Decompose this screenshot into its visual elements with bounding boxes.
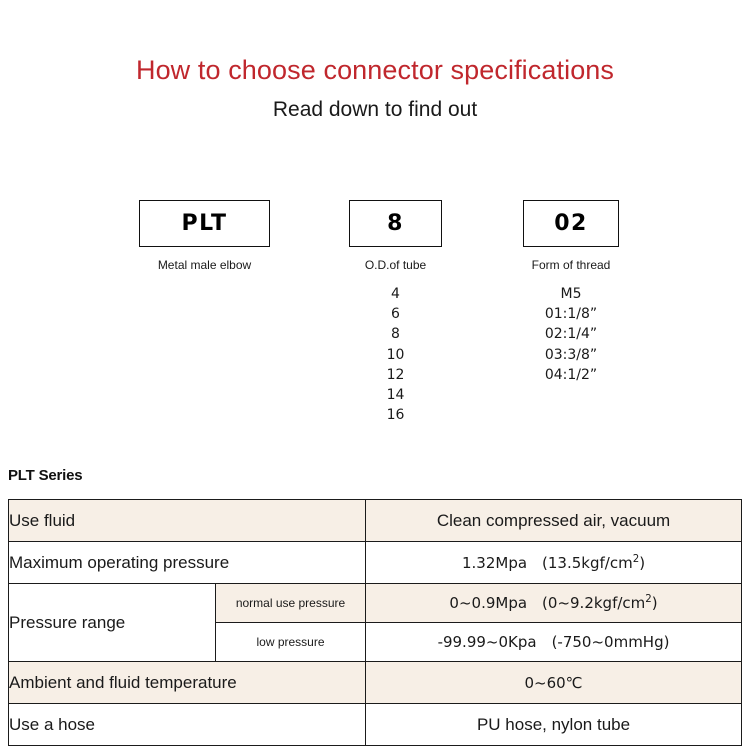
code-option[interactable]: 02:1/4”	[544, 326, 598, 343]
specification-table: Use fluid Clean compressed air, vacuum M…	[7, 499, 743, 746]
code-option[interactable]: 16	[386, 407, 405, 424]
code-option[interactable]: 04:1/2”	[544, 366, 598, 383]
code-option[interactable]: 14	[386, 387, 405, 404]
code-option[interactable]: 01:1/8”	[544, 306, 598, 323]
code-column-tube-od: 8 O.D.of tube 4 6 8 10 12 14 16	[349, 200, 442, 425]
spec-sublabel-cell: low pressure	[214, 622, 367, 662]
spec-label: Maximum operating pressure	[9, 552, 230, 572]
spec-sublabel: normal use pressure	[235, 596, 346, 610]
spec-sublabel-cell: normal use pressure	[214, 583, 367, 623]
code-option[interactable]: 6	[391, 306, 400, 323]
code-box-tube-od-value: 8	[387, 210, 404, 236]
spec-label-cell: Maximum operating pressure	[7, 541, 367, 584]
page-title: How to choose connector specifications	[135, 55, 615, 85]
table-row: Use fluid Clean compressed air, vacuum	[7, 499, 743, 542]
code-box-series[interactable]: PLT	[139, 200, 270, 247]
series-heading: PLT Series	[8, 467, 83, 484]
spec-value: Clean compressed air, vacuum	[436, 510, 671, 530]
table-row: Use a hose PU hose, nylon tube	[7, 703, 743, 746]
code-caption-series: Metal male elbow	[157, 258, 252, 272]
code-column-series: PLT Metal male elbow	[139, 200, 270, 273]
code-option[interactable]: 12	[386, 366, 405, 383]
spec-value: 0~60℃	[524, 673, 583, 692]
code-options-thread-form: M5 01:1/8” 02:1/4” 03:3/8” 04:1/2”	[523, 284, 619, 385]
part-number-builder: PLT Metal male elbow 8 O.D.of tube 4 6 8…	[0, 200, 750, 450]
code-box-series-value: PLT	[181, 210, 228, 236]
spec-value: -99.99~0Kpa (-750~0mmHg)	[437, 633, 670, 651]
code-option[interactable]: M5	[560, 286, 582, 302]
spec-label: Pressure range	[9, 612, 126, 632]
spec-label-cell: Ambient and fluid temperature	[7, 661, 367, 704]
code-column-thread-form: 02 Form of thread M5 01:1/8” 02:1/4” 03:…	[523, 200, 619, 385]
spec-value: 0~0.9Mpa (0~9.2kgf/cm2)	[449, 594, 658, 612]
spec-value-cell: -99.99~0Kpa (-750~0mmHg)	[365, 622, 743, 662]
table-row: Pressure range normal use pressure 0~0.9…	[8, 583, 743, 662]
page-subtitle: Read down to find out	[272, 98, 478, 121]
table-row: Ambient and fluid temperature 0~60℃	[7, 661, 743, 704]
table-row: low pressure -99.99~0Kpa (-750~0mmHg)	[9, 622, 743, 662]
spec-label: Ambient and fluid temperature	[9, 672, 237, 692]
code-caption-tube-od: O.D.of tube	[364, 258, 427, 272]
spec-value: 1.32Mpa (13.5kgf/cm2)	[461, 553, 646, 572]
spec-value: PU hose, nylon tube	[476, 714, 631, 734]
code-options-tube-od: 4 6 8 10 12 14 16	[349, 284, 442, 425]
spec-value-cell: 0~60℃	[365, 661, 743, 704]
spec-label-cell: Pressure range	[8, 583, 216, 662]
spec-value-cell: PU hose, nylon tube	[365, 703, 743, 746]
code-box-thread-form[interactable]: 02	[523, 200, 619, 247]
spec-value-cell: 0~0.9Mpa (0~9.2kgf/cm2)	[365, 583, 743, 623]
spec-label-cell: Use fluid	[7, 499, 367, 542]
code-caption-thread-form: Form of thread	[531, 258, 611, 272]
code-option[interactable]: 03:3/8”	[544, 346, 598, 363]
code-option[interactable]: 4	[391, 286, 400, 302]
code-box-tube-od[interactable]: 8	[349, 200, 442, 247]
spec-label: Use fluid	[9, 510, 76, 530]
page-header: How to choose connector specifications R…	[0, 52, 750, 124]
spec-sublabel: low pressure	[256, 635, 325, 649]
spec-label-cell: Use a hose	[7, 703, 367, 746]
spec-value-cell: 1.32Mpa (13.5kgf/cm2)	[365, 541, 743, 584]
spec-value-cell: Clean compressed air, vacuum	[365, 499, 743, 542]
code-option[interactable]: 8	[391, 326, 400, 343]
table-row: Maximum operating pressure 1.32Mpa (13.5…	[7, 541, 743, 584]
code-option[interactable]: 10	[386, 346, 405, 363]
code-box-thread-form-value: 02	[554, 210, 588, 236]
spec-label: Use a hose	[9, 714, 95, 734]
